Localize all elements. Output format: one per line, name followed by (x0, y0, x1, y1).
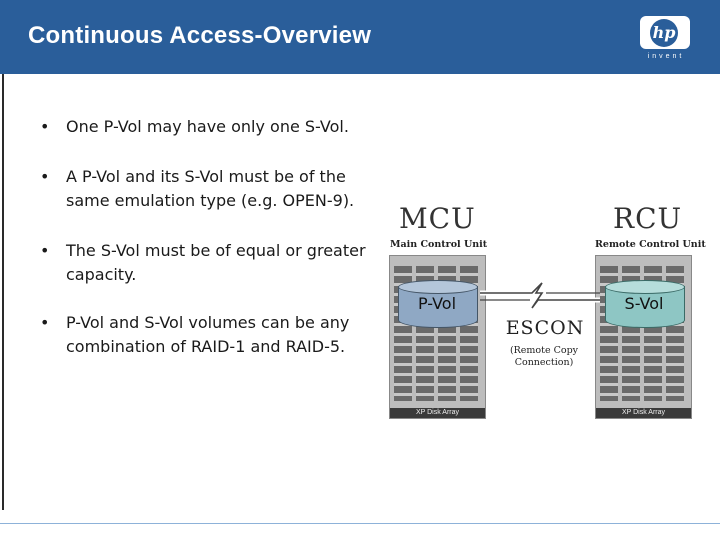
s-vol-cylinder: S-Vol (605, 280, 685, 330)
bullet-dot: • (40, 117, 50, 136)
bullet-dot: • (40, 167, 50, 186)
bullet-text: A P-Vol and its S-Vol must be of the sam… (66, 167, 355, 210)
bullet-text: P-Vol and S-Vol volumes can be any combi… (66, 313, 350, 356)
hp-logo: hp (640, 16, 690, 49)
header-bar: Continuous Access-Overview hp invent (0, 0, 720, 74)
mcu-sublabel: Main Control Unit (390, 239, 488, 250)
bullet-text: One P-Vol may have only one S-Vol. (66, 117, 349, 136)
s-vol-top (605, 280, 685, 294)
rcu-array-label: XP Disk Array (596, 408, 691, 418)
left-border (2, 74, 4, 510)
mcu-array-label: XP Disk Array (390, 408, 485, 418)
p-vol-label: P-Vol (417, 294, 457, 313)
p-vol-top (398, 280, 478, 294)
hp-logo-mark: hp (650, 19, 678, 47)
connection-link-icon (480, 281, 600, 310)
escon-sublabel: (Remote Copy Connection) (509, 345, 579, 368)
replication-diagram: MCU Main Control Unit RCU Remote Control… (385, 200, 706, 425)
hp-logo-tagline: invent (647, 53, 685, 60)
slide-title: Continuous Access-Overview (28, 22, 372, 49)
rcu-sublabel: Remote Control Unit (595, 239, 706, 250)
p-vol-cylinder: P-Vol (398, 280, 478, 330)
escon-label: ESCON (505, 317, 585, 339)
s-vol-label: S-Vol (624, 294, 664, 313)
mcu-label: MCU (399, 202, 476, 235)
bullet-text: The S-Vol must be of equal or greater ca… (66, 241, 366, 284)
bullet-dot: • (40, 313, 50, 332)
bottom-border (0, 523, 720, 524)
bullet-dot: • (40, 241, 50, 260)
rcu-label: RCU (613, 202, 683, 235)
